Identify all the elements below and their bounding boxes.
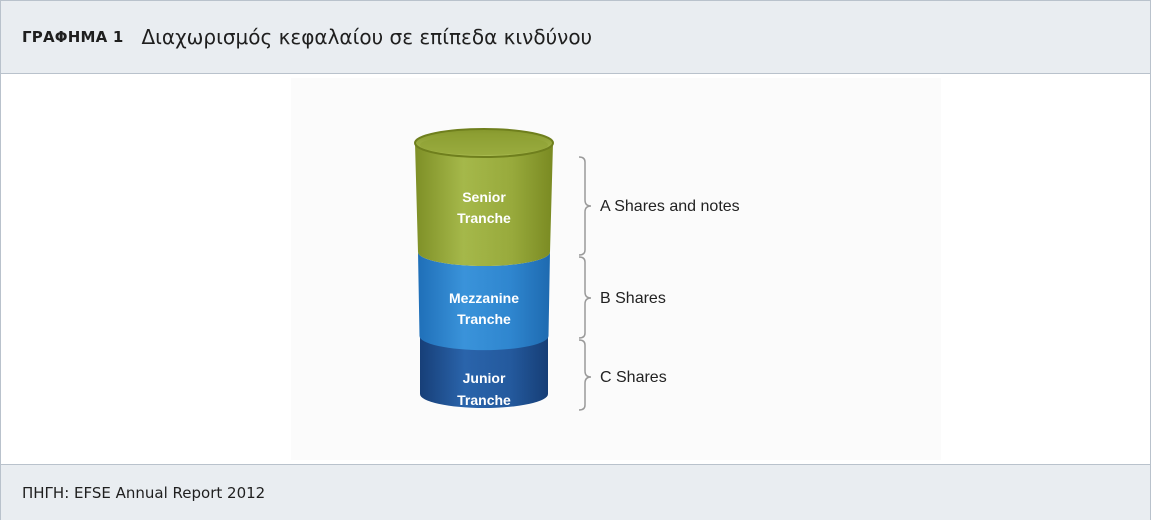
bracket-c-label: C Shares bbox=[600, 369, 667, 386]
figure-footer: ΠΗΓΗ: EFSE Annual Report 2012 bbox=[1, 464, 1150, 520]
tranche-diagram: Senior Tranche Mezzanine Tranche Junior … bbox=[291, 78, 941, 460]
senior-label-line2: Tranche bbox=[457, 210, 511, 226]
bracket-b bbox=[578, 256, 592, 339]
bracket-c bbox=[578, 339, 592, 411]
bracket-b-label: B Shares bbox=[600, 290, 666, 307]
junior-label-line1: Junior bbox=[463, 370, 506, 386]
mezzanine-label-line2: Tranche bbox=[457, 311, 511, 327]
source-note: ΠΗΓΗ: EFSE Annual Report 2012 bbox=[22, 483, 266, 502]
figure-header: ΓΡΑΦΗΜΑ 1 Διαχωρισμός κεφαλαίου σε επίπε… bbox=[1, 1, 1150, 74]
cup-top-inner bbox=[420, 135, 548, 155]
figure-label: ΓΡΑΦΗΜΑ 1 bbox=[22, 28, 124, 46]
bracket-a-label: A Shares and notes bbox=[600, 198, 740, 215]
figure-title: Διαχωρισμός κεφαλαίου σε επίπεδα κινδύνο… bbox=[141, 25, 593, 49]
mezzanine-tranche-band bbox=[418, 252, 550, 351]
mezzanine-label-line1: Mezzanine bbox=[449, 290, 519, 306]
senior-label-line1: Senior bbox=[462, 189, 506, 205]
junior-tranche-band bbox=[420, 336, 548, 408]
diagram-background bbox=[291, 78, 941, 460]
diagram-area: Senior Tranche Mezzanine Tranche Junior … bbox=[1, 74, 1150, 464]
junior-label-line2: Tranche bbox=[457, 392, 511, 408]
bracket-a bbox=[578, 156, 592, 256]
senior-tranche-band bbox=[415, 143, 553, 266]
